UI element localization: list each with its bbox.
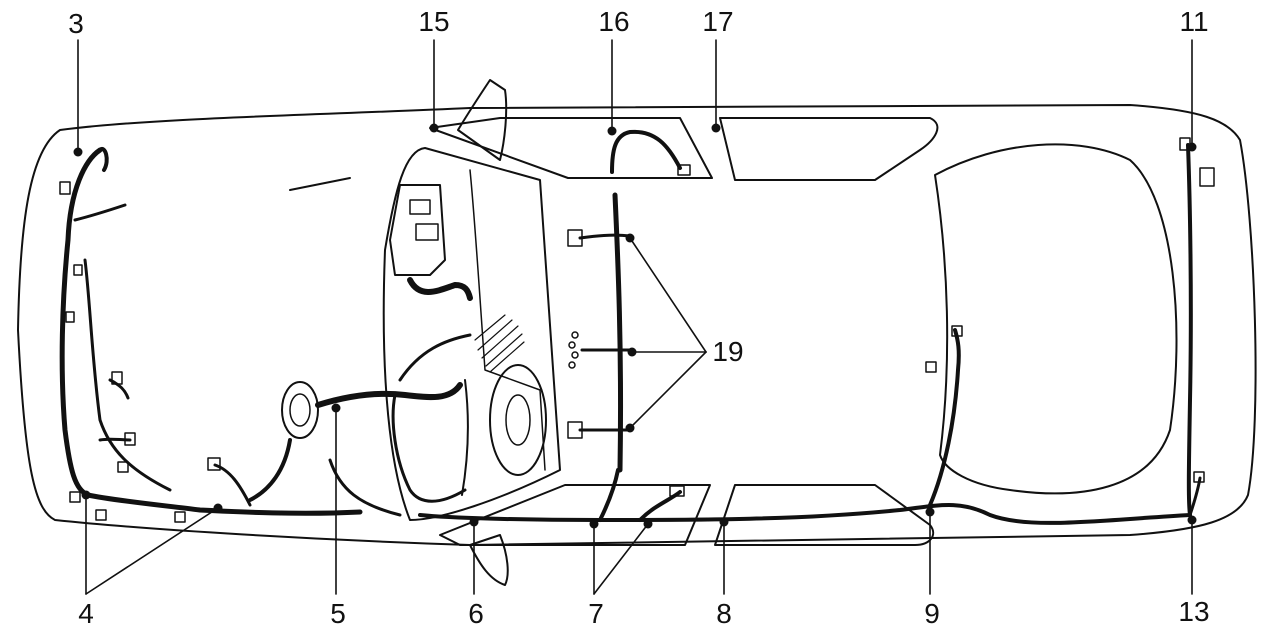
rear-harness-11 xyxy=(1186,143,1193,517)
callout-4: 4 xyxy=(78,598,94,629)
steering-wheel xyxy=(489,364,547,476)
roof-connector-top xyxy=(567,229,583,247)
door-connector-front xyxy=(677,164,691,176)
roof-harness xyxy=(612,192,624,473)
callout-9: 9 xyxy=(924,598,940,629)
rear-harness-13 xyxy=(1188,476,1202,517)
floor-branch-7 xyxy=(598,468,620,522)
a-pillar-lower xyxy=(469,534,509,586)
rear-connector-13 xyxy=(1193,471,1205,483)
grommet-inner xyxy=(289,393,311,427)
engine-harness-branch-3 xyxy=(83,258,172,492)
rear-window xyxy=(934,143,1178,495)
grommet xyxy=(281,381,319,439)
engine-harness-main xyxy=(59,147,363,516)
dashboard-inner xyxy=(469,169,546,471)
callout-8: 8 xyxy=(716,598,732,629)
car-body-outline xyxy=(17,104,1257,546)
hood-harness xyxy=(289,177,351,191)
dash-harness-upper xyxy=(398,333,472,382)
leader-lines xyxy=(77,39,1193,595)
callout-5: 5 xyxy=(330,598,346,629)
callout-19: 19 xyxy=(712,336,744,367)
floor-connector-7 xyxy=(669,485,685,497)
engine-harness-branch-6 xyxy=(213,463,252,507)
engine-harness-branch-1 xyxy=(98,147,109,172)
callout-3: 3 xyxy=(68,8,84,39)
rear-connector-9a xyxy=(925,361,937,373)
front-door-upper xyxy=(429,117,713,179)
relay-harness xyxy=(407,277,473,301)
dash-harness-vertical xyxy=(461,379,469,496)
callout-13: 13 xyxy=(1178,596,1210,627)
roof-branch-top xyxy=(578,233,632,240)
steering-hub xyxy=(505,394,531,446)
relay-box-2 xyxy=(415,223,439,241)
dash-harness-loop xyxy=(391,393,467,503)
bulkhead-harness-lower xyxy=(248,438,292,502)
callout-17: 17 xyxy=(702,6,734,37)
rear-connector-11b xyxy=(1199,167,1215,187)
a-pillar-upper xyxy=(457,79,508,161)
callout-7: 7 xyxy=(588,598,604,629)
bulkhead-harness xyxy=(315,382,463,408)
relay-block xyxy=(389,184,446,276)
roof-connector-bot xyxy=(567,421,583,439)
floor-harness xyxy=(418,503,1192,525)
roof-connector-mid xyxy=(568,331,579,369)
callout-6: 6 xyxy=(468,598,484,629)
leader-dots xyxy=(73,123,1197,529)
bulkhead-harness-right xyxy=(328,458,402,517)
callout-16: 16 xyxy=(598,6,630,37)
rear-door-upper xyxy=(719,117,939,181)
rear-connector-9b xyxy=(951,325,963,337)
engine-connectors xyxy=(59,181,221,523)
engine-harness-branch-5 xyxy=(98,437,132,442)
callout-15: 15 xyxy=(418,6,450,37)
door-harness-front xyxy=(610,129,682,174)
relay-box-1 xyxy=(409,199,431,215)
engine-harness-branch-2 xyxy=(73,203,127,222)
front-door-lower xyxy=(439,484,711,546)
callout-11: 11 xyxy=(1179,6,1209,37)
floor-branch-7b xyxy=(638,490,682,522)
cowl-hatching xyxy=(474,314,525,373)
rear-harness-9 xyxy=(928,328,961,507)
